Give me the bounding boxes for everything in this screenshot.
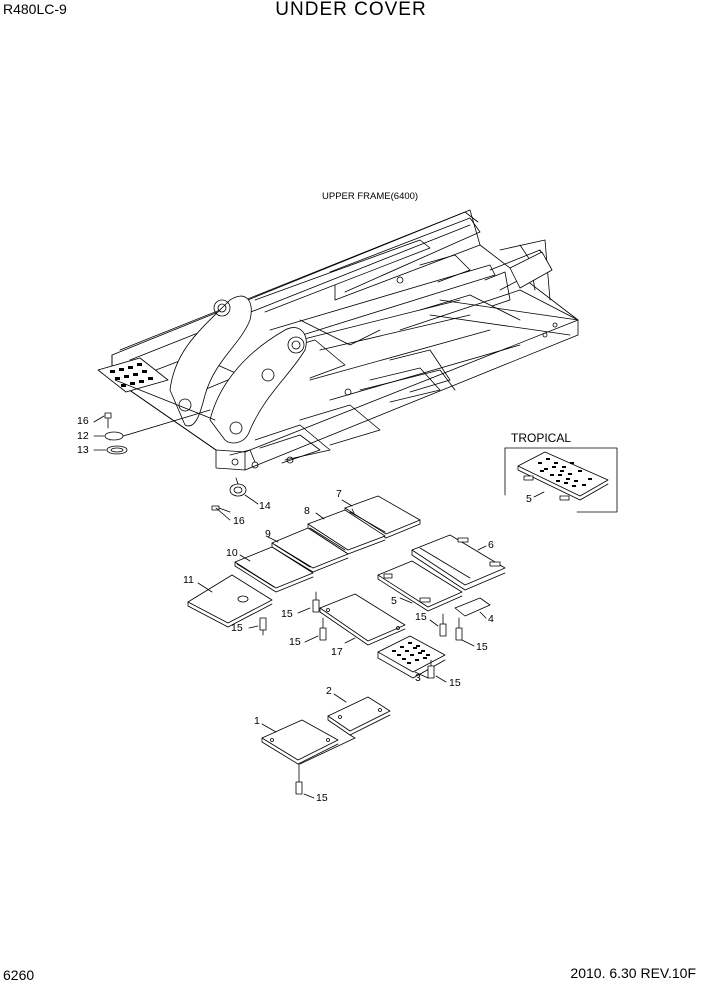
- cover-3-grating-holes: [392, 642, 430, 664]
- bolt-15: [295, 763, 315, 799]
- plate-12: [93, 431, 124, 441]
- bolt-15: [248, 617, 267, 636]
- cover-17: [319, 593, 406, 646]
- cover-4: [454, 597, 491, 619]
- callout-17: 17: [331, 646, 343, 658]
- callout-2: 2: [326, 685, 332, 697]
- callout-15: 15: [281, 608, 293, 620]
- callout-11: 11: [183, 574, 194, 586]
- callout-15: 15: [415, 611, 427, 623]
- callout-15: 15: [316, 792, 328, 804]
- cover-9: [267, 527, 349, 573]
- bolt-15: [455, 617, 475, 647]
- callout-13: 13: [77, 444, 89, 456]
- cover-3-grated: [377, 635, 446, 679]
- step-grating-holes: [110, 363, 153, 387]
- tropical-grating-holes: [538, 458, 592, 487]
- callout-16: 16: [233, 515, 245, 527]
- callout-15: 15: [449, 677, 461, 689]
- callout-4: 4: [488, 613, 494, 625]
- bolt-15: [429, 613, 447, 637]
- bolt-16-lower: [211, 505, 231, 521]
- callout-1: 1: [254, 715, 260, 727]
- callout-16: 16: [77, 415, 89, 427]
- seal-13: [93, 445, 128, 455]
- date-revision: 2010. 6.30 REV.10F: [570, 965, 696, 981]
- cover-1: [261, 719, 356, 765]
- callout-15: 15: [289, 636, 301, 648]
- tropical-inset: [504, 447, 618, 513]
- upper-frame: [97, 209, 579, 471]
- cover-10: [234, 546, 314, 593]
- callout-15: 15: [476, 641, 488, 653]
- model-number: R480LC-9: [3, 1, 67, 17]
- callout-5: 5: [391, 595, 397, 607]
- callout-9: 9: [265, 528, 271, 540]
- callout-8: 8: [304, 505, 310, 517]
- callout-6: 6: [488, 539, 494, 551]
- upper-frame-label: UPPER FRAME(6400): [322, 191, 419, 202]
- callout-3: 3: [415, 672, 421, 684]
- cover-6: [411, 534, 506, 591]
- grommet-14: [229, 477, 259, 505]
- cover-11: [187, 574, 273, 628]
- callout-12: 12: [77, 430, 89, 442]
- tropical-label: TROPICAL: [511, 431, 572, 445]
- page-title: UNDER COVER: [275, 0, 427, 20]
- cover-5: [377, 560, 463, 612]
- bolt-16-upper: [93, 412, 112, 429]
- callout-10: 10: [226, 547, 238, 559]
- page-number: 6260: [3, 967, 35, 983]
- bolt-15: [297, 591, 320, 614]
- cover-2: [327, 693, 391, 736]
- bolt-15: [304, 617, 327, 643]
- callout-15: 15: [231, 622, 243, 634]
- callout-14: 14: [259, 500, 271, 512]
- callout-7: 7: [336, 488, 342, 500]
- callout-5-tropical: 5: [526, 493, 532, 505]
- bolt-15: [427, 659, 447, 683]
